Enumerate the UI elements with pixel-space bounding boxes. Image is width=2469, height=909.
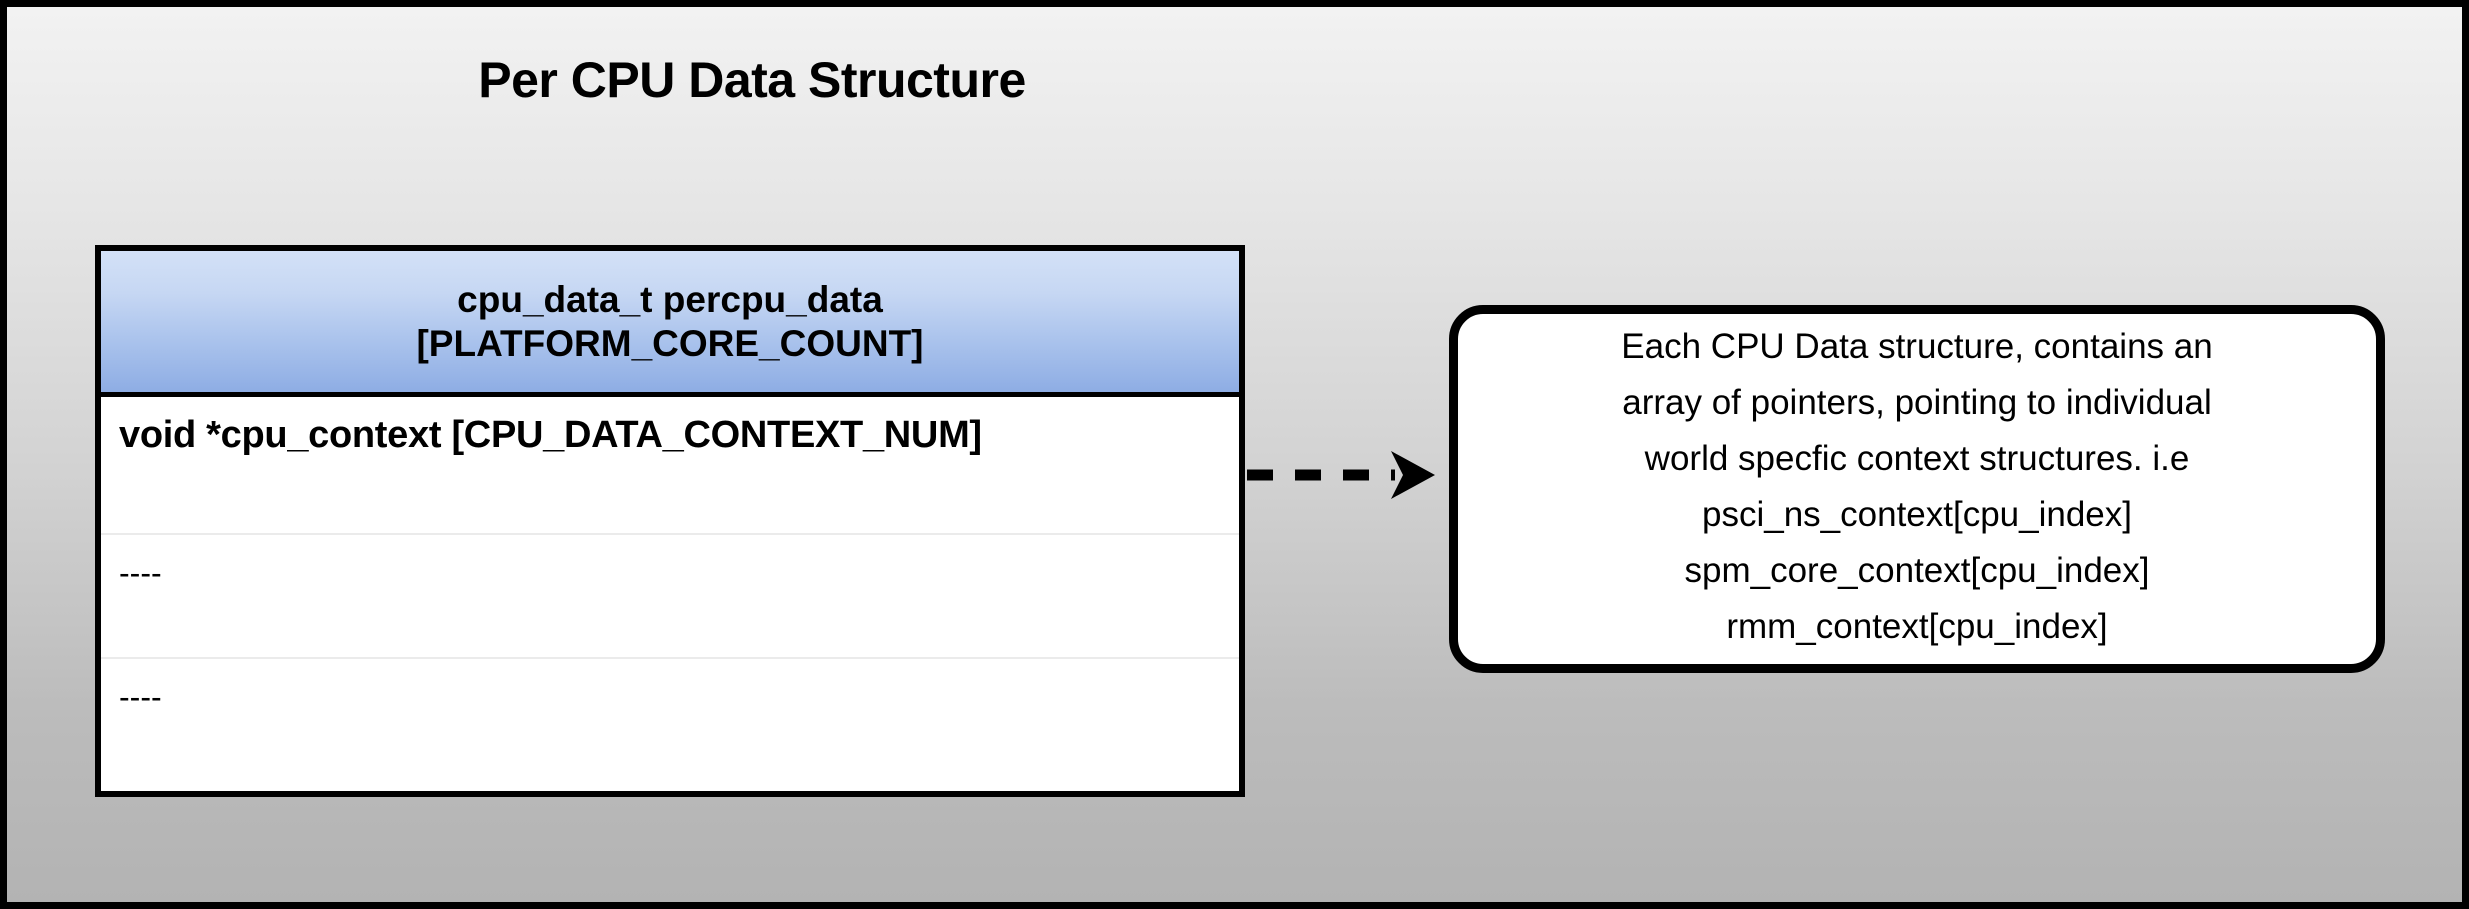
struct-row: ---- <box>101 659 1239 789</box>
callout-line: world specfic context structures. i.e <box>1644 439 2190 478</box>
struct-field-label: void *cpu_context [CPU_DATA_CONTEXT_NUM] <box>119 414 982 456</box>
struct-row: ---- <box>101 535 1239 659</box>
callout-line: psci_ns_context[cpu_index] <box>1702 495 2132 534</box>
dashed-arrow-right-icon <box>1247 451 1435 499</box>
page-title: Per CPU Data Structure <box>478 52 1026 108</box>
struct-row: void *cpu_context [CPU_DATA_CONTEXT_NUM] <box>101 397 1239 535</box>
percpu-data-struct-box: cpu_data_t percpu_data [PLATFORM_CORE_CO… <box>95 245 1245 797</box>
callout-line: rmm_context[cpu_index] <box>1726 607 2108 646</box>
callout-line: Each CPU Data structure, contains an <box>1621 327 2213 366</box>
struct-header-line-1: cpu_data_t percpu_data <box>457 278 883 320</box>
struct-field-label: ---- <box>119 555 162 591</box>
struct-field-label: ---- <box>119 679 162 715</box>
struct-header-line-2: [PLATFORM_CORE_COUNT] <box>416 322 924 364</box>
callout-line: array of pointers, pointing to individua… <box>1622 383 2212 422</box>
callout-note: Each CPU Data structure, contains an arr… <box>1449 305 2385 673</box>
struct-header: cpu_data_t percpu_data [PLATFORM_CORE_CO… <box>101 251 1239 397</box>
callout-line: spm_core_context[cpu_index] <box>1684 551 2150 590</box>
